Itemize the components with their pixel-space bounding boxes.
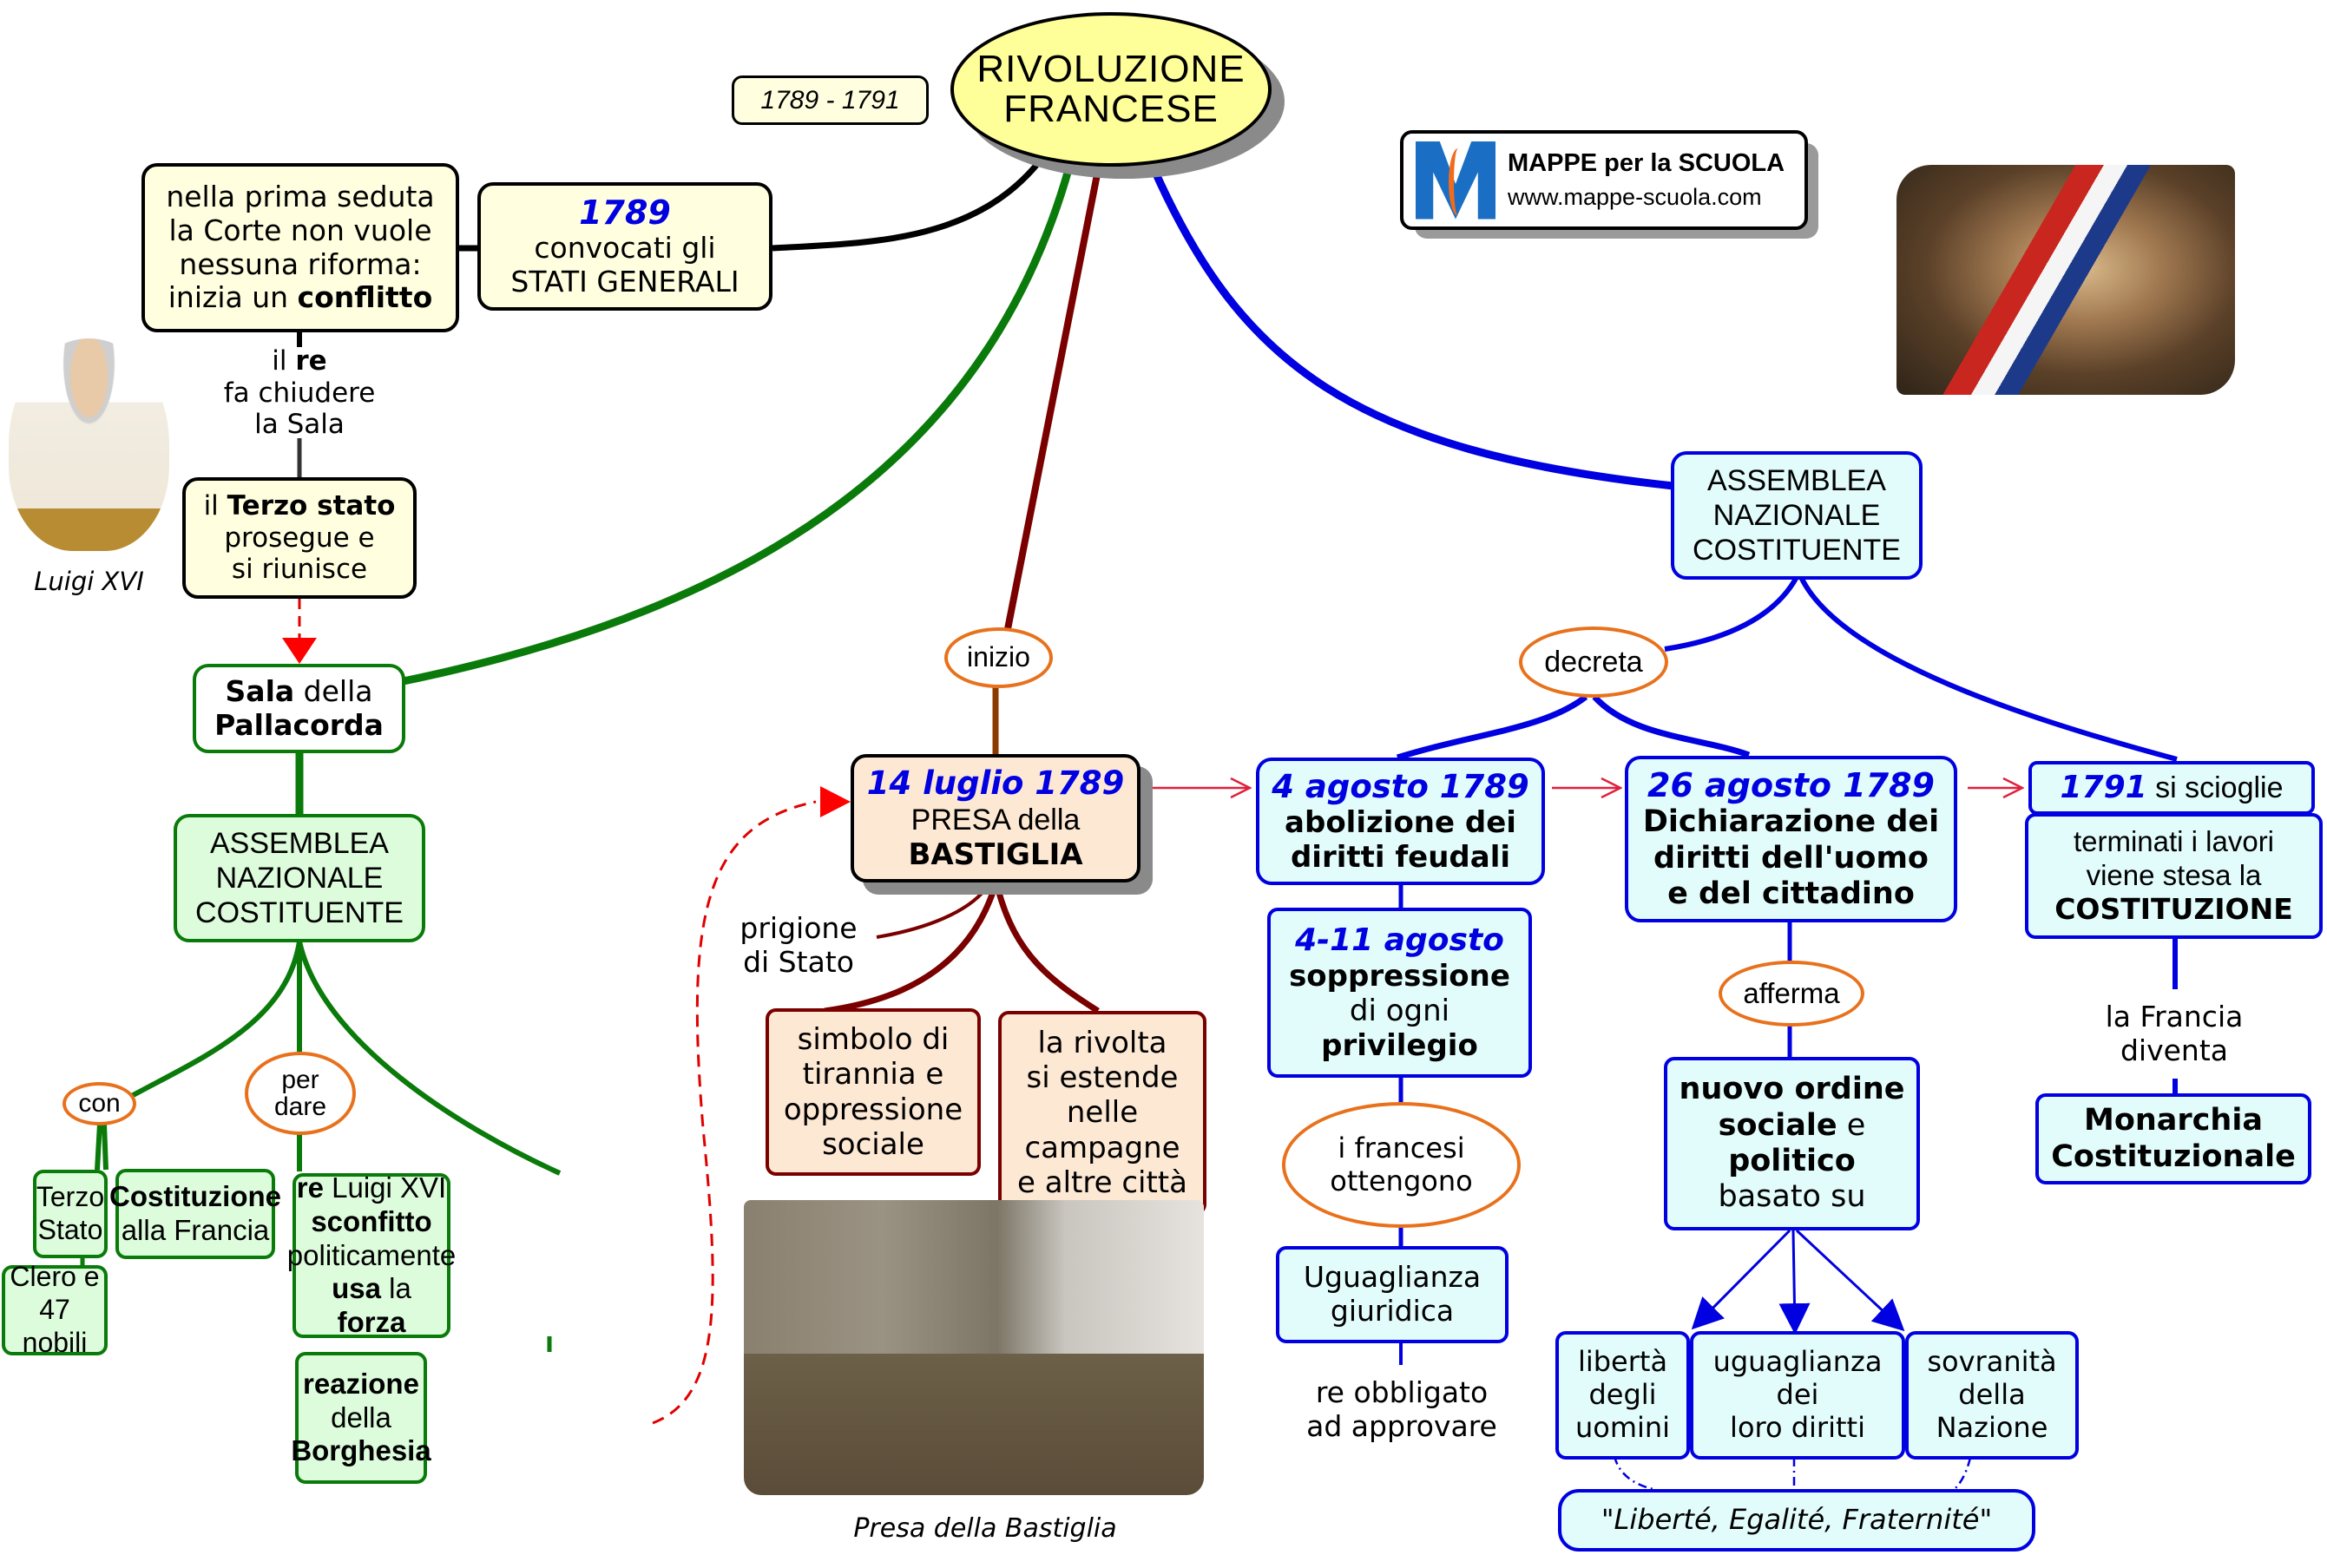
portrait-caption: Luigi XVI: [34, 567, 144, 597]
link-bastiglia-simbolo: [824, 888, 997, 1014]
link-assemblea-scioglie: [1798, 575, 2178, 762]
node-liberta[interactable]: libertà degli uomini: [1555, 1331, 1690, 1460]
label-re-chiude: il re fa chiudere la Sala: [223, 345, 376, 441]
link-assemblea-decreta: [1664, 575, 1799, 652]
dash-liberta-motto: [1613, 1455, 1654, 1491]
link-assemblea-re: [297, 941, 562, 1176]
period-badge: 1789 - 1791: [732, 75, 929, 125]
node-assemblea-left[interactable]: ASSEMBLEA NAZIONALE COSTITUENTE: [174, 814, 425, 942]
link-label-afferma: afferma: [1719, 961, 1864, 1027]
link-label-decreta: decreta: [1519, 627, 1668, 698]
branch-maroon: [1003, 169, 1101, 634]
link-label-inizio: inizio: [944, 627, 1053, 688]
node-stati-generali[interactable]: 1789 convocati gli STATI GENERALI: [477, 182, 772, 311]
arrow-nuovo-sovranita: [1795, 1229, 1905, 1332]
node-1791-scioglie[interactable]: 1791 si scioglie: [2028, 761, 2315, 815]
node-clero-nobili[interactable]: Clero e 47 nobili: [2, 1261, 108, 1358]
dash-sovranita-motto: [1954, 1457, 1972, 1490]
link-bastiglia-rivolta: [995, 889, 1100, 1014]
node-uguaglianza-diritti[interactable]: uguaglianza dei loro diritti: [1690, 1331, 1905, 1460]
link-assemblea-con: [127, 941, 302, 1100]
node-assemblea-right[interactable]: ASSEMBLEA NAZIONALE COSTITUENTE: [1671, 451, 1923, 580]
node-simbolo-tirannia[interactable]: simbolo di tirannia e oppressione social…: [766, 1008, 981, 1176]
central-topic[interactable]: RIVOLUZIONE FRANCESE: [950, 12, 1272, 167]
link-bastiglia-prigione: [876, 888, 987, 939]
brand-url[interactable]: www.mappe-scuola.com: [1508, 183, 1762, 210]
node-terminati-costituzione[interactable]: terminati i lavori viene stesa la COSTIT…: [2025, 813, 2323, 939]
node-sovranita[interactable]: sovranità della Nazione: [1905, 1331, 2079, 1460]
link-label-per-dare: per dare: [245, 1052, 356, 1135]
arrow-nuovo-uguaglianza: [1778, 1230, 1811, 1335]
node-presa-bastiglia[interactable]: 14 luglio 1789 PRESA della BASTIGLIA: [851, 754, 1140, 882]
branch-blue: [1150, 168, 1674, 490]
node-terzo-stato[interactable]: Terzo Stato: [33, 1170, 108, 1258]
branch-green: [398, 165, 1074, 686]
node-terzo-stato-riunisce[interactable]: il Terzo stato prosegue e si riunisce: [182, 477, 417, 599]
label-re-obbligato: re obbligato ad approvare: [1306, 1375, 1497, 1443]
node-uguaglianza-giuridica[interactable]: Uguaglianza giuridica: [1276, 1246, 1509, 1343]
label-francia-diventa: la Francia diventa: [2105, 999, 2244, 1067]
node-sala-pallacorda[interactable]: Sala della Pallacorda: [193, 664, 405, 753]
dashed-borghesia-bastiglia: [652, 800, 817, 1425]
link-label-francesi-ottengono: i francesi ottengono: [1282, 1102, 1521, 1228]
title-line-2: FRANCESE: [1003, 88, 1219, 130]
branch-black: [772, 161, 1041, 252]
bastiglia-caption: Presa della Bastiglia: [853, 1513, 1117, 1545]
node-4-agosto[interactable]: 4 agosto 1789 abolizione dei diritti feu…: [1256, 758, 1545, 885]
link-label-con: con: [62, 1082, 136, 1125]
node-monarchia-costituzionale[interactable]: Monarchia Costituzionale: [2035, 1093, 2311, 1184]
node-prima-seduta[interactable]: nella prima seduta la Corte non vuole ne…: [141, 163, 459, 332]
arrow-head-bastiglia: [820, 786, 851, 817]
node-nuovo-ordine[interactable]: nuovo ordine sociale e politico basato s…: [1664, 1057, 1920, 1230]
node-re-luigi-sconfitto[interactable]: re Luigi XVI sconfitto politicamente usa…: [286, 1171, 457, 1339]
arrow-nuovo-liberta: [1691, 1229, 1791, 1330]
liberty-painting-image: [1896, 165, 2235, 395]
arrow-head-sala: [282, 638, 317, 664]
brand-m-icon: [1416, 141, 1495, 220]
node-motto[interactable]: "Liberté, Egalité, Fraternité": [1558, 1489, 2035, 1552]
node-reazione-borghesia[interactable]: reazione della Borghesia: [291, 1352, 431, 1484]
node-costituzione-francia[interactable]: Costituzione alla Francia: [109, 1169, 281, 1259]
link-decreta-26agosto: [1592, 694, 1751, 758]
luigi-xvi-portrait-image: [9, 338, 169, 551]
link-con-terzo: [95, 1123, 108, 1171]
link-decreta-4agosto: [1396, 694, 1588, 761]
title-line-1: RIVOLUZIONE: [976, 47, 1246, 90]
brand-logo-box[interactable]: MAPPE per la SCUOLA www.mappe-scuola.com: [1400, 130, 1808, 230]
node-rivolta-estende[interactable]: la rivolta si estende nelle campagne e a…: [998, 1011, 1206, 1215]
brand-name: MAPPE per la SCUOLA: [1508, 149, 1785, 178]
bastiglia-painting-image: [744, 1200, 1204, 1495]
node-26-agosto[interactable]: 26 agosto 1789 Dichiarazione dei diritti…: [1625, 756, 1957, 922]
node-4-11-agosto[interactable]: 4-11 agosto soppressione di ogni privile…: [1267, 908, 1532, 1078]
label-prigione-stato: prigione di Stato: [740, 911, 858, 979]
